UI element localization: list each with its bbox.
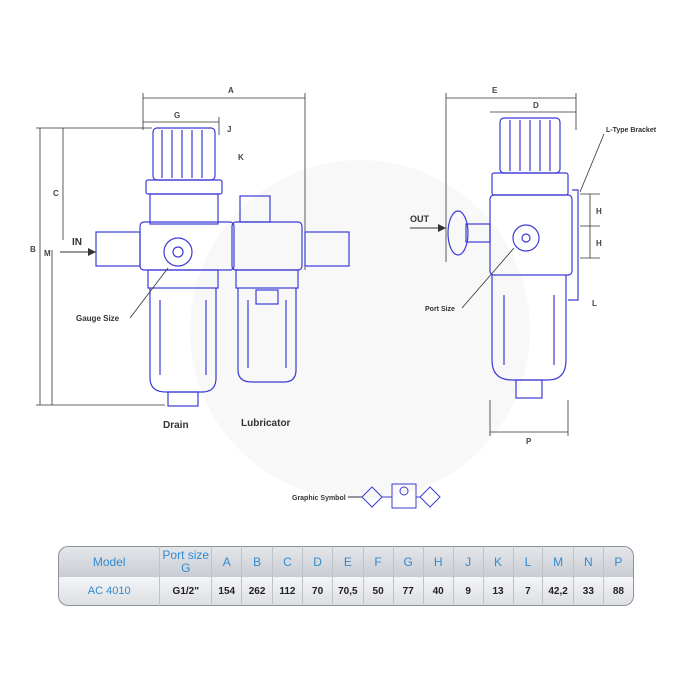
cell-n: 33 [573, 577, 604, 606]
col-header-b: B [242, 546, 273, 577]
col-header-d: D [303, 546, 334, 577]
table-row: AC 4010 G1/2" 154 262 112 70 70,5 50 77 … [58, 577, 634, 606]
col-header-c: C [272, 546, 304, 577]
cell-p: 88 [603, 577, 634, 606]
col-header-h: H [423, 546, 454, 577]
cell-m: 42,2 [543, 577, 574, 606]
graphic-symbol-label: Graphic Symbol [292, 495, 346, 502]
dim-h2-label: H [596, 239, 602, 248]
cell-b: 262 [242, 577, 273, 606]
col-header-l: L [513, 546, 544, 577]
col-header-j: J [453, 546, 484, 577]
col-header-k: K [483, 546, 514, 577]
col-header-m: M [543, 546, 574, 577]
cell-g: 77 [393, 577, 424, 606]
cell-port-size: G1/2" [160, 577, 213, 606]
cell-k: 13 [483, 577, 514, 606]
drain-label: Drain [163, 420, 189, 431]
lubricator-label: Lubricator [241, 418, 291, 429]
col-header-e: E [333, 546, 364, 577]
gauge-size-label: Gauge Size [76, 314, 120, 323]
cell-model: AC 4010 [58, 577, 161, 606]
col-header-a: A [212, 546, 243, 577]
dim-b-label: B [30, 245, 36, 254]
side-view [410, 93, 605, 436]
col-header-f: F [363, 546, 394, 577]
dim-e-label: E [492, 86, 498, 95]
col-header-port-size: Port size G [160, 546, 213, 577]
cell-d: 70 [303, 577, 334, 606]
dim-k-label: K [238, 153, 244, 162]
col-header-g: G [393, 546, 424, 577]
dim-j-label: J [227, 125, 231, 134]
col-header-n: N [573, 546, 604, 577]
dim-p-label: P [526, 437, 532, 446]
watermark [190, 160, 530, 500]
cell-a: 154 [212, 577, 243, 606]
dim-m-label: M [44, 249, 51, 258]
col-header-p: P [603, 546, 634, 577]
dim-h1-label: H [596, 207, 602, 216]
cell-l: 7 [513, 577, 544, 606]
dim-a-label: A [228, 86, 234, 95]
table-header-row: Model Port size G A B C D E F G H J K L … [58, 546, 634, 577]
cell-h: 40 [423, 577, 454, 606]
dim-c-label: C [53, 189, 59, 198]
out-label: OUT [410, 214, 430, 224]
cell-c: 112 [272, 577, 304, 606]
cell-f: 50 [363, 577, 394, 606]
in-label: IN [72, 237, 82, 248]
front-view [36, 93, 350, 407]
cell-e: 70,5 [333, 577, 364, 606]
spec-table: Model Port size G A B C D E F G H J K L … [58, 546, 634, 606]
cell-j: 9 [453, 577, 484, 606]
dim-g-label: G [174, 111, 180, 120]
l-type-bracket-label: L-Type Bracket [606, 127, 657, 134]
dim-l-label: L [592, 299, 597, 308]
graphic-symbol [348, 483, 441, 509]
col-header-model: Model [58, 546, 161, 577]
dim-d-label: D [533, 101, 539, 110]
port-size-label: Port Size [425, 306, 455, 313]
